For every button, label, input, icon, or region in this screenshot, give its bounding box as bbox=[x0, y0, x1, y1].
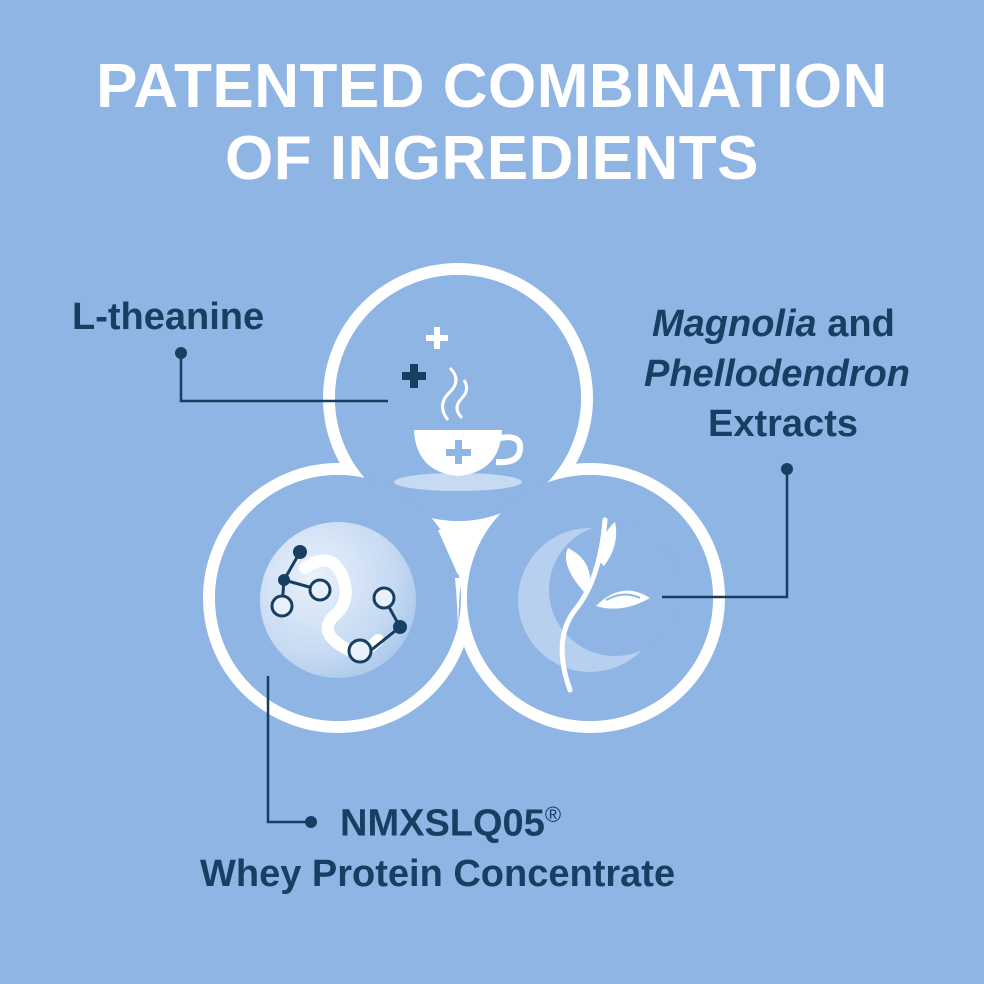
plus-icon bbox=[402, 327, 448, 388]
center-triangle bbox=[438, 530, 478, 575]
ltheanine-label: L-theanine bbox=[72, 296, 265, 338]
magnolia-connector bbox=[662, 469, 789, 599]
title-line-2: OF INGREDIENTS bbox=[224, 124, 760, 193]
tea-cup-icon bbox=[394, 366, 524, 491]
magnolia-and: and bbox=[816, 303, 895, 345]
leaf-icon bbox=[518, 517, 681, 693]
magnolia-label-line1: Magnolia and bbox=[652, 305, 895, 343]
phellodendron-italic: Phellodendron bbox=[644, 353, 910, 395]
magnolia-dot bbox=[781, 463, 793, 475]
whey-dot bbox=[305, 816, 317, 828]
whey-strain: NMXSLQ05 bbox=[340, 802, 545, 845]
connector-lines bbox=[179, 353, 789, 824]
magnolia-italic: Magnolia bbox=[652, 303, 817, 345]
whey-label-line1: NMXSLQ05® bbox=[340, 804, 561, 843]
title-line-1: PATENTED COMBINATION bbox=[96, 52, 888, 121]
whey-label-line2: Whey Protein Concentrate bbox=[200, 853, 676, 895]
molecule-icon bbox=[260, 522, 416, 678]
magnolia-label-line2: Phellodendron bbox=[644, 355, 910, 393]
registered-mark: ® bbox=[544, 802, 562, 827]
ltheanine-dot bbox=[175, 347, 187, 359]
magnolia-label-line3: Extracts bbox=[708, 403, 858, 445]
whey-connector bbox=[266, 676, 309, 824]
venn-circles bbox=[203, 263, 725, 733]
ltheanine-connector bbox=[179, 353, 388, 403]
